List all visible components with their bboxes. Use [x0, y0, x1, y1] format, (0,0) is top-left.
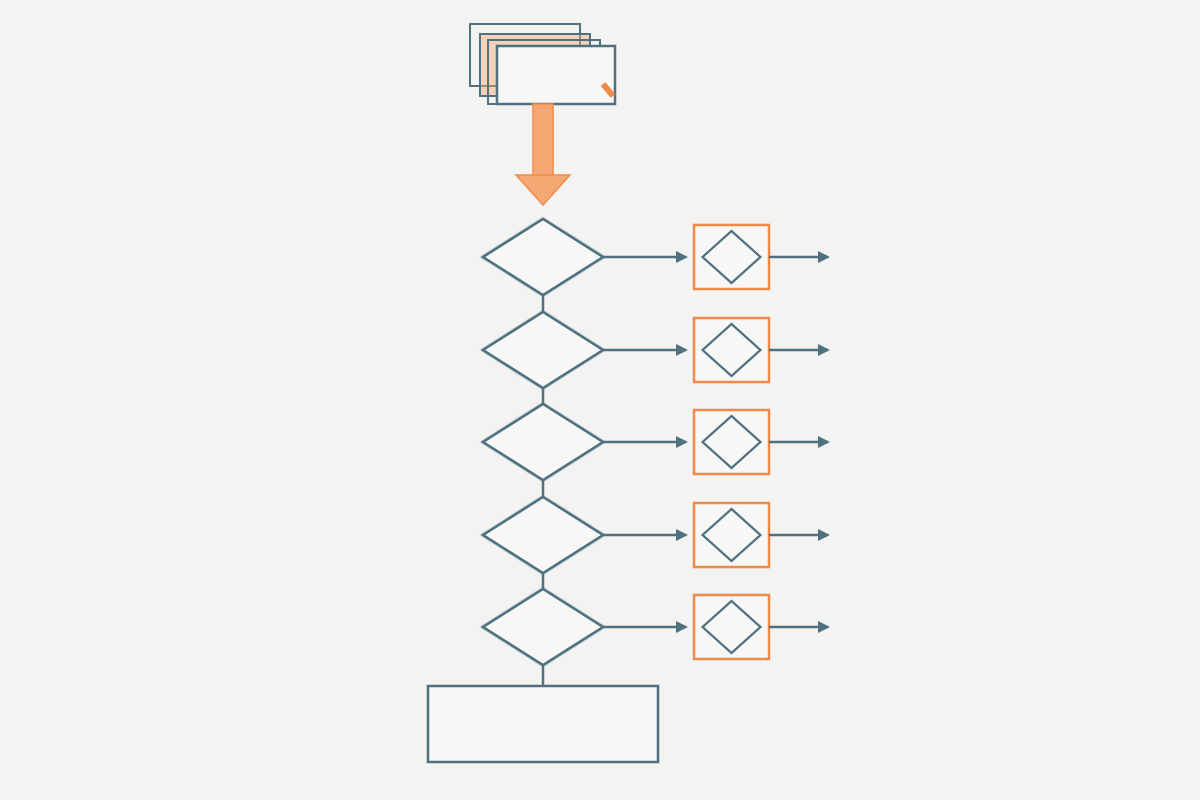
terminal-box	[426, 684, 660, 764]
source-document-accent	[600, 82, 616, 98]
outcome-box-5	[692, 593, 771, 661]
outcome-diamond-2	[700, 322, 763, 378]
decision-diamond-1	[480, 217, 606, 297]
outcome-box-3	[692, 408, 771, 476]
entry-arrow-shaft	[532, 103, 554, 177]
decision-diamond-5	[480, 587, 606, 667]
decision-diamond-2	[480, 310, 606, 390]
decision-diamond-3	[480, 402, 606, 482]
decision-diamond-4	[480, 495, 606, 575]
outcome-diamond-4	[700, 507, 763, 563]
terminal-group	[426, 664, 660, 764]
outcome-box-1	[692, 223, 771, 291]
outcome-diamond-3	[700, 414, 763, 470]
outcome-diamond-5	[700, 599, 763, 655]
outcome-box-2	[692, 316, 771, 384]
outcome-diamond-1	[700, 229, 763, 285]
outcome-box-4	[692, 501, 771, 569]
entry-arrow-head	[514, 174, 572, 207]
decision-chain	[480, 217, 830, 667]
source-document-front	[495, 44, 617, 106]
entry-arrow	[514, 103, 572, 207]
source-document-stack	[469, 23, 617, 106]
